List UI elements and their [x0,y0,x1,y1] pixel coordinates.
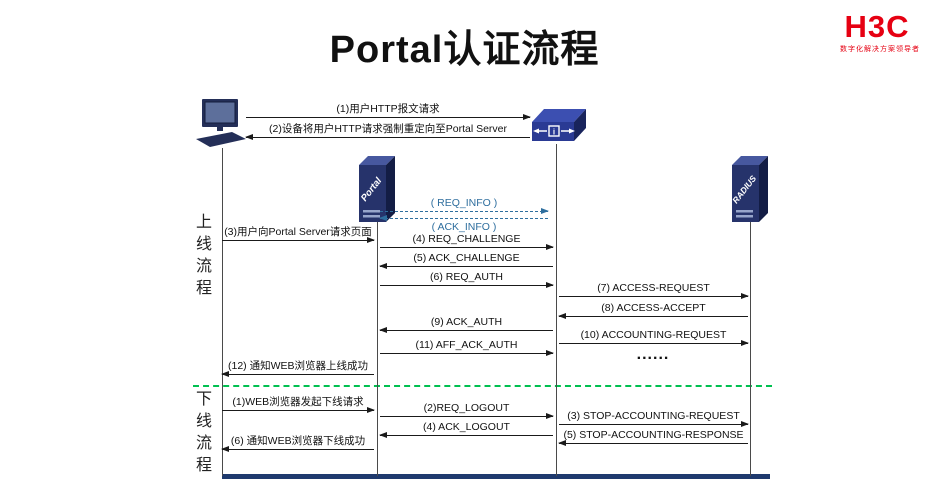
message-label: (6) 通知WEB浏览器下线成功 [230,435,366,447]
arrowhead-icon [379,263,387,269]
message-label: (5) ACK_CHALLENGE [413,252,520,264]
message-label: (2)设备将用户HTTP请求强制重定向至Portal Server [268,123,508,135]
message-label: (1)用户HTTP报文请求 [336,103,440,115]
message-label: (10) ACCOUNTING-REQUEST [580,329,727,341]
message-label: (1)WEB浏览器发起下线请求 [232,396,364,408]
section-label-offline: 下线流程 [193,390,210,478]
client-lifeline [222,148,223,476]
arrowhead-icon [221,371,229,377]
radius-server-lifeline [750,222,751,476]
message-label: (7) ACCESS-REQUEST [597,282,710,294]
portal-server-lifeline [377,222,378,476]
phase-separator-line [193,385,772,387]
message-label: ( ACK_INFO ) [431,221,497,233]
arrowhead-icon [245,134,253,140]
message-label: (5) STOP-ACCOUNTING-RESPONSE [563,429,744,441]
arrowhead-icon [741,421,749,427]
bottom-baseline [222,474,770,479]
arrowhead-icon [741,340,749,346]
arrowhead-icon [379,215,387,221]
arrowhead-icon [221,446,229,452]
arrowhead-icon [523,114,531,120]
arrowhead-icon [546,413,554,419]
message-label: (6) REQ_AUTH [430,271,503,283]
arrowhead-icon [541,208,549,214]
arrowhead-icon [546,244,554,250]
message-label: (4) ACK_LOGOUT [423,421,510,433]
arrowhead-icon [558,440,566,446]
section-label-online: 上线流程 [193,213,210,301]
portal-server-icon: Portal [354,154,400,224]
message-label: (8) ACCESS-ACCEPT [601,302,706,314]
arrowhead-icon [558,313,566,319]
radius-server-icon: RADIUS [727,154,773,224]
message-label: (2)REQ_LOGOUT [423,402,510,414]
arrowhead-icon [546,282,554,288]
client-computer-icon [194,97,250,151]
access-switch-icon: i [524,102,588,146]
h3c-logo-text: H3C [844,9,910,44]
message-label: (3)用户向Portal Server请求页面 [224,226,372,238]
page-title: Portal认证流程 [329,29,600,71]
message-label: (12) 通知WEB浏览器上线成功 [227,360,368,372]
message-label: (4) REQ_CHALLENGE [412,233,521,245]
message-label: ( REQ_INFO ) [430,197,498,209]
arrowhead-icon [367,407,375,413]
access-switch-lifeline [556,144,557,476]
arrowhead-icon [741,293,749,299]
arrowhead-icon [367,237,375,243]
message-label: (3) STOP-ACCOUNTING-REQUEST [567,410,740,422]
arrowhead-icon [379,327,387,333]
arrowhead-icon [546,350,554,356]
message-label: (9) ACK_AUTH [430,316,503,328]
h3c-logo-tagline: 数字化解决方案领导者 [840,46,920,53]
ellipsis-text: ...... [636,346,670,363]
svg-text:i: i [553,128,555,137]
arrowhead-icon [379,432,387,438]
h3c-logo: H3C 数字化解决方案领导者 [840,9,920,54]
message-label: (11) AFF_ACK_AUTH [415,339,518,351]
